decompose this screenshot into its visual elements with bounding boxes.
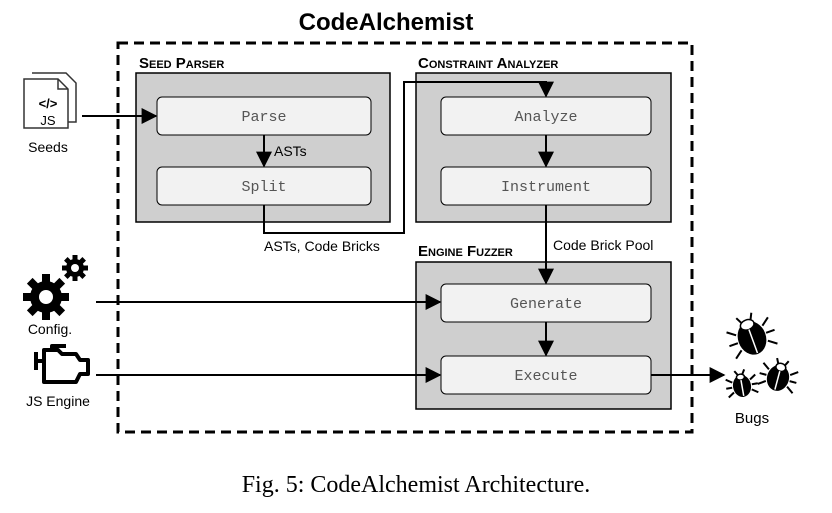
engine-label: JS Engine <box>26 393 90 409</box>
split-to-analyze-arrow <box>263 81 554 234</box>
constraint-analyzer-panel: Constraint Analyzer Analyze Instrument <box>415 55 672 223</box>
engine-icon <box>34 344 90 384</box>
instrument-step-label: Instrument <box>501 179 591 196</box>
analyze-step-label: Analyze <box>514 109 577 126</box>
file-code-glyph: </> <box>39 96 58 111</box>
gears-icon <box>23 255 88 320</box>
asts-edge-label: ASTs <box>274 143 307 159</box>
engine-fuzzer-panel: Engine Fuzzer Generate Execute <box>415 243 672 410</box>
seeds-label: Seeds <box>28 139 68 155</box>
file-js-tag: JS <box>40 113 56 128</box>
diagram-title: CodeAlchemist <box>299 9 474 36</box>
bugs-label: Bugs <box>735 410 769 427</box>
seed-parser-panel: Seed Parser Parse Split ASTs <box>135 55 391 223</box>
js-file-icon: </> JS <box>23 72 77 129</box>
parse-step-label: Parse <box>241 109 286 126</box>
seed-parser-title: Seed Parser <box>139 55 224 72</box>
figure-caption: Fig. 5: CodeAlchemist Architecture. <box>242 472 591 498</box>
config-label: Config. <box>28 321 72 337</box>
generate-step-label: Generate <box>510 296 582 313</box>
bugs-icon <box>725 312 799 399</box>
instrument-to-generate-label: Code Brick Pool <box>553 237 653 253</box>
constraint-analyzer-title: Constraint Analyzer <box>418 55 558 72</box>
engine-fuzzer-title: Engine Fuzzer <box>418 243 513 260</box>
execute-step-label: Execute <box>514 368 577 385</box>
split-to-analyze-label: ASTs, Code Bricks <box>264 238 380 254</box>
system-boundary <box>116 41 694 434</box>
split-step-label: Split <box>241 179 286 196</box>
